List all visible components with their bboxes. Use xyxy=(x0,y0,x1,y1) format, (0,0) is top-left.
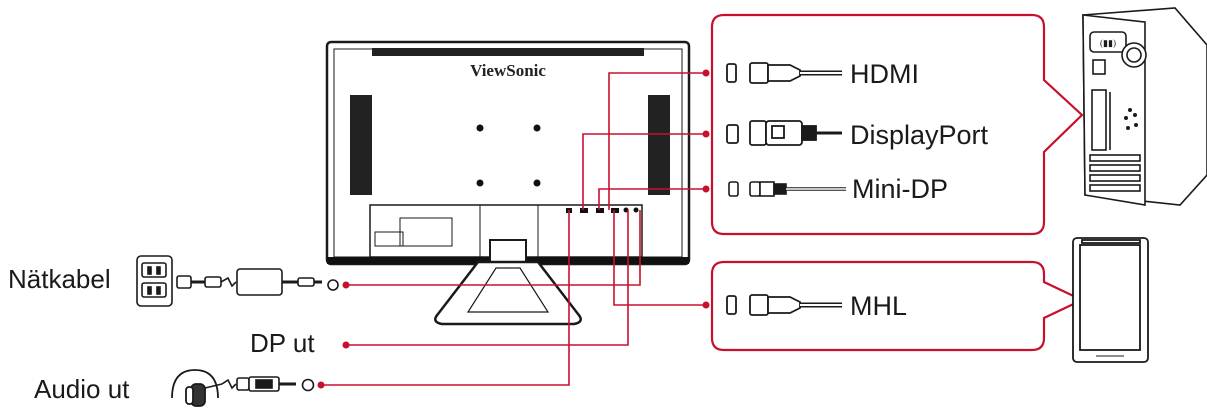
leader-lines xyxy=(321,72,706,386)
smartphone-icon xyxy=(1072,237,1149,363)
pc-callout-box xyxy=(710,13,1084,236)
dp-out-label: DP ut xyxy=(250,328,315,358)
hdmi-label: HDMI xyxy=(850,59,919,89)
hdmi-plug-icon xyxy=(726,62,842,84)
svg-text:(▮▮): (▮▮) xyxy=(1100,38,1116,48)
leader-dots xyxy=(317,69,710,389)
displayport-plug-icon xyxy=(726,120,842,146)
power-adapter-icon xyxy=(176,268,339,296)
monitor-brand: ViewSonic xyxy=(470,61,546,80)
minidp-plug-icon xyxy=(728,181,846,197)
wall-outlet-icon xyxy=(136,255,173,307)
mhl-label: MHL xyxy=(850,291,907,321)
mobile-callout-box xyxy=(710,260,1085,352)
monitor-back-icon xyxy=(325,40,691,326)
audio-cable-icon xyxy=(204,376,315,392)
pc-tower-icon: (▮▮) xyxy=(1082,7,1207,206)
minidp-label: Mini-DP xyxy=(852,174,948,204)
audio-out-label: Audio ut xyxy=(34,374,130,404)
mhl-plug-icon xyxy=(726,294,842,316)
headphones-icon xyxy=(171,369,219,407)
displayport-label: DisplayPort xyxy=(850,120,989,150)
power-cable-label: Nätkabel xyxy=(8,264,111,294)
